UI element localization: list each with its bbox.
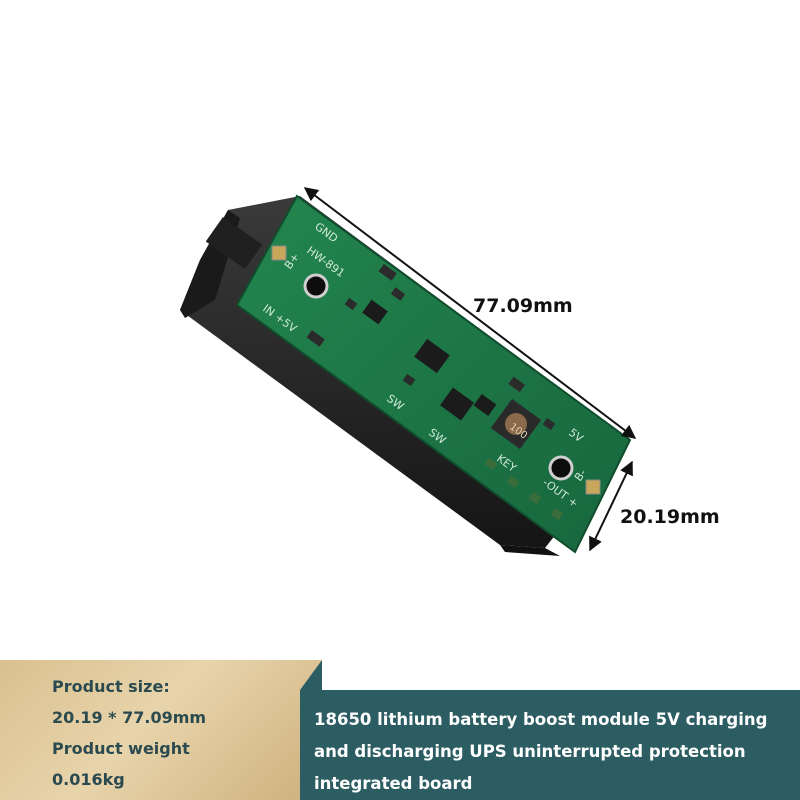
weight-label: Product weight [52, 739, 190, 758]
width-label: 20.19mm [620, 506, 720, 528]
description-panel: 18650 lithium battery boost module 5V ch… [300, 690, 800, 800]
length-label: 77.09mm [473, 295, 573, 317]
panel-corner [300, 660, 322, 690]
product-photo: GND HW-891 B+ IN +5V SW SW KEY 5V -OUT +… [180, 187, 720, 556]
width-dimension-line [589, 460, 633, 552]
product-description: 18650 lithium battery boost module 5V ch… [314, 710, 768, 793]
length-dimension-line [303, 187, 637, 439]
size-label: Product size: [52, 677, 170, 696]
size-value: 20.19 * 77.09mm [52, 708, 207, 727]
weight-value: 0.016kg [52, 770, 125, 789]
spec-panel: Product size: 20.19 * 77.09mm Product we… [0, 660, 322, 800]
